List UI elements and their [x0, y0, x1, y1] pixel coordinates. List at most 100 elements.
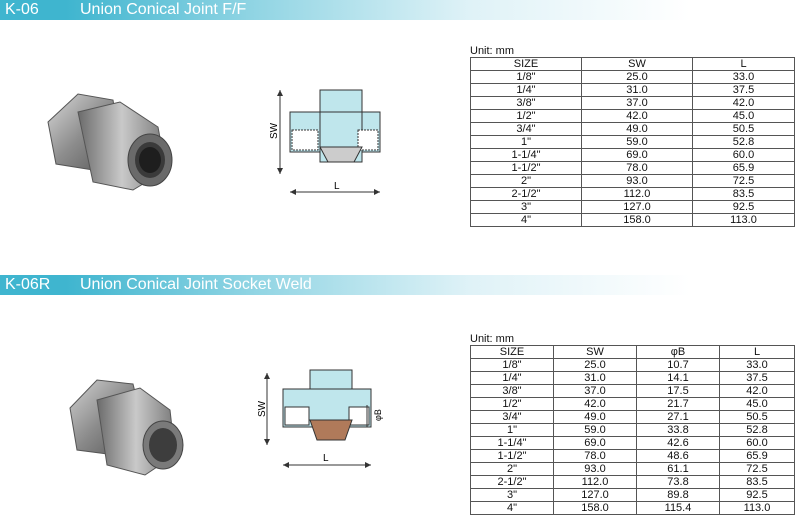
table-cell: 42.0: [553, 397, 637, 411]
table-cell: 158.0: [581, 213, 693, 227]
table-cell: 33.0: [692, 70, 795, 84]
table-cell: 78.0: [581, 161, 693, 175]
table-cell: 59.0: [553, 423, 637, 437]
table-cell: 49.0: [553, 410, 637, 424]
table-cell: 45.0: [719, 397, 795, 411]
table-cell: 2": [470, 462, 554, 476]
column-header-sw: SW: [553, 345, 637, 359]
table-cell: 2-1/2": [470, 187, 582, 201]
table-cell: 65.9: [719, 449, 795, 463]
table-cell: 92.5: [719, 488, 795, 502]
union-fitting-photo: [47, 93, 173, 191]
table-cell: 42.0: [581, 109, 693, 123]
column-header-l: L: [692, 57, 795, 71]
table-cell: 31.0: [553, 371, 637, 385]
table-cell: 37.0: [581, 96, 693, 110]
table-cell: 1/4": [470, 371, 554, 385]
table-cell: 33.0: [719, 358, 795, 372]
section-banner-k06: K-06 Union Conical Joint F/F: [0, 0, 800, 20]
table-cell: 2": [470, 174, 582, 188]
table-cell: 158.0: [553, 501, 637, 515]
column-header-size: SIZE: [470, 57, 582, 71]
table-cell: 1-1/4": [470, 148, 582, 162]
product-code: K-06R: [0, 275, 66, 295]
table-cell: 60.0: [692, 148, 795, 162]
table-cell: 115.4: [636, 501, 720, 515]
table-cell: 4": [470, 501, 554, 515]
diagram-label-sw: SW: [257, 400, 268, 417]
table-cell: 1/4": [470, 83, 582, 97]
unit-label: Unit: mm: [470, 333, 514, 345]
table-cell: 127.0: [553, 488, 637, 502]
banner-bar: [66, 0, 800, 20]
diagram-label-l: L: [323, 453, 329, 464]
table-cell: 73.8: [636, 475, 720, 489]
union-cross-section-diagram: SW φB L: [257, 369, 383, 468]
table-cell: 21.7: [636, 397, 720, 411]
column-header-b: φB: [636, 345, 720, 359]
table-cell: 3": [470, 200, 582, 214]
table-cell: 60.0: [719, 436, 795, 450]
table-cell: 42.0: [692, 96, 795, 110]
table-cell: 1": [470, 135, 582, 149]
table-cell: 65.9: [692, 161, 795, 175]
table-cell: 27.1: [636, 410, 720, 424]
table-cell: 61.1: [636, 462, 720, 476]
column-header-l: L: [719, 345, 795, 359]
table-cell: 83.5: [719, 475, 795, 489]
table-cell: 3/8": [470, 384, 554, 398]
table-cell: 112.0: [581, 187, 693, 201]
diagram-label-b: φB: [373, 409, 383, 421]
product-code: K-06: [0, 0, 66, 20]
section-banner-k06r: K-06R Union Conical Joint Socket Weld: [0, 275, 800, 295]
table-cell: 42.6: [636, 436, 720, 450]
table-cell: 1-1/4": [470, 436, 554, 450]
table-cell: 14.1: [636, 371, 720, 385]
table-cell: 4": [470, 213, 582, 227]
table-cell: 2-1/2": [470, 475, 554, 489]
table-cell: 3/8": [470, 96, 582, 110]
table-cell: 1/2": [470, 397, 554, 411]
table-cell: 59.0: [581, 135, 693, 149]
union-cross-section-diagram: SW L: [269, 89, 381, 195]
table-cell: 3": [470, 488, 554, 502]
diagram-label-l: L: [334, 181, 340, 192]
table-cell: 1": [470, 423, 554, 437]
table-cell: 89.8: [636, 488, 720, 502]
table-cell: 25.0: [553, 358, 637, 372]
banner-bar: [66, 275, 800, 295]
table-cell: 69.0: [581, 148, 693, 162]
unit-label: Unit: mm: [470, 45, 514, 57]
table-cell: 37.5: [719, 371, 795, 385]
table-cell: 3/4": [470, 410, 554, 424]
table-cell: 113.0: [719, 501, 795, 515]
table-header-row: SIZE SW L: [470, 57, 795, 71]
product-title: Union Conical Joint Socket Weld: [80, 276, 312, 293]
product-title: Union Conical Joint F/F: [80, 1, 247, 18]
table-cell: 93.0: [553, 462, 637, 476]
table-header-row: SIZE SW φB L: [470, 345, 795, 359]
column-header-sw: SW: [581, 57, 693, 71]
table-cell: 127.0: [581, 200, 693, 214]
table-cell: 45.0: [692, 109, 795, 123]
table-cell: 17.5: [636, 384, 720, 398]
